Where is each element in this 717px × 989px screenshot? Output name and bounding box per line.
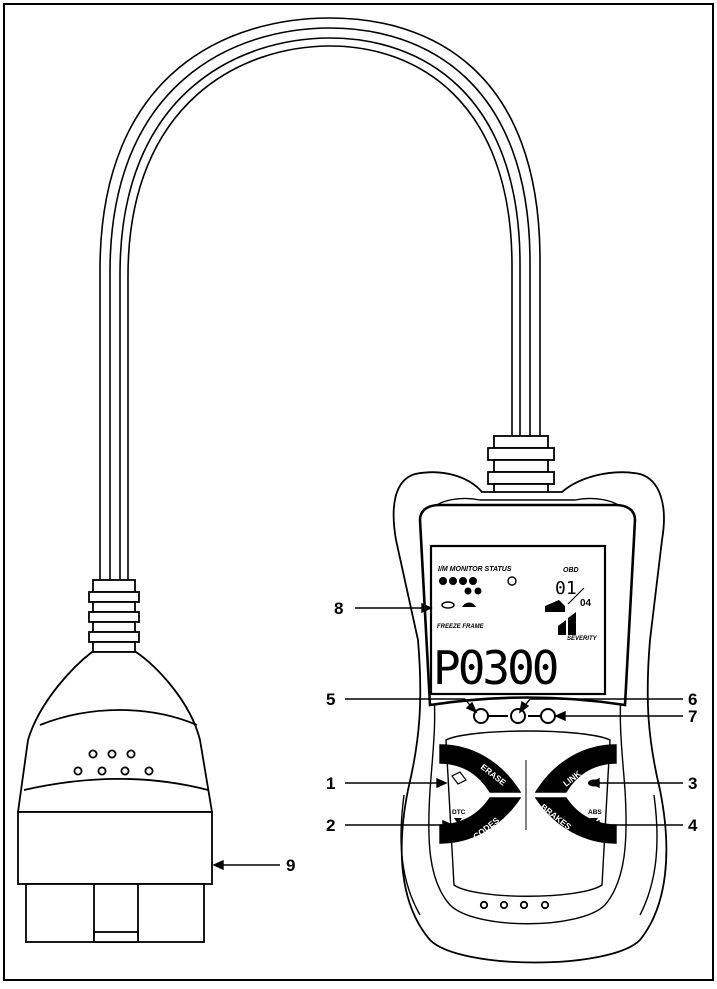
lcd-monitor-status: I/M MONITOR STATUS	[438, 566, 512, 573]
callout-9: 9	[286, 856, 295, 875]
callout-3: 3	[688, 774, 697, 793]
led-red	[540, 708, 556, 724]
cable	[99, 17, 541, 590]
down-arrow-icon	[590, 818, 598, 824]
car-icon	[462, 602, 476, 607]
callout-6: 6	[688, 690, 697, 709]
lcd-content: I/M MONITOR STATUS OBD 01 04 FREEZE FRAM…	[433, 566, 598, 695]
led-yellow	[510, 708, 526, 724]
callout-8: 8	[334, 599, 343, 618]
lcd-freeze-frame: FREEZE FRAME	[437, 624, 485, 630]
obd-connector	[16, 579, 214, 943]
abs-label: ABS	[588, 809, 602, 816]
lcd-obd-label: OBD	[563, 567, 579, 574]
callout-1: 1	[326, 774, 335, 793]
down-arrow-icon	[454, 818, 462, 824]
lcd-count-num: 01	[555, 578, 577, 599]
lcd-severity: SEVERITY	[567, 636, 598, 642]
link-icon	[441, 601, 455, 609]
callout-4: 4	[688, 816, 698, 835]
dtc-label: DTC	[452, 809, 466, 816]
eraser-icon	[451, 771, 467, 785]
severity-icon	[558, 612, 576, 635]
callout-2: 2	[326, 816, 335, 835]
lcd-count-total: 04	[580, 598, 592, 609]
figure-border	[3, 3, 714, 981]
callout-5: 5	[326, 690, 335, 709]
lcd-dtc-code: P0300	[433, 641, 557, 695]
callouts	[212, 602, 683, 871]
led-green	[473, 708, 489, 724]
engine-icon	[545, 600, 565, 612]
led-indicators	[473, 708, 556, 724]
callout-7: 7	[688, 707, 697, 726]
